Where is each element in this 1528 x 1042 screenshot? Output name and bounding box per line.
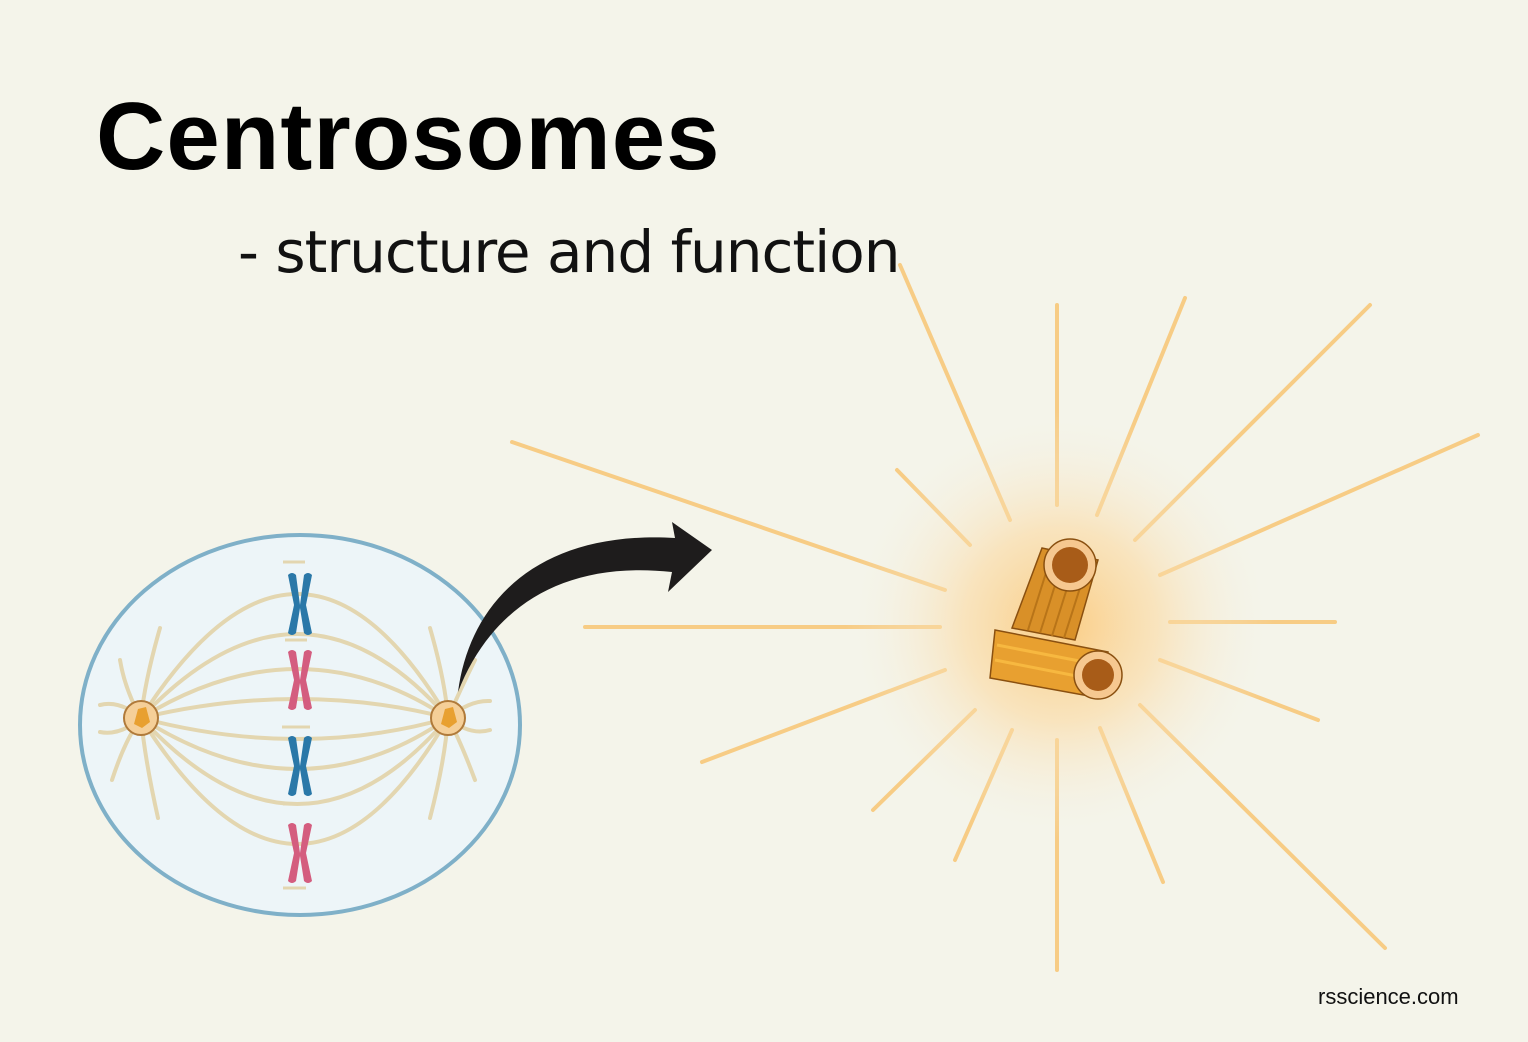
site-credit: rsscience.com [1318, 984, 1459, 1009]
chromosome-blue-2 [288, 736, 312, 796]
page-title: Centrosomes [96, 83, 721, 190]
chromosome-pink-2 [288, 823, 312, 883]
centrosome-left [123, 700, 159, 736]
centrosome-right [430, 700, 466, 736]
centriole-vertical [1010, 538, 1099, 641]
chromosome-pink-1 [288, 650, 312, 710]
zoom-arrow [458, 522, 712, 692]
page-subtitle: - structure and function [238, 218, 900, 286]
centriole-horizontal [989, 629, 1123, 700]
centriole-pair [989, 538, 1123, 700]
metaphase-cell [78, 533, 522, 917]
chromosome-blue-1 [288, 573, 312, 635]
